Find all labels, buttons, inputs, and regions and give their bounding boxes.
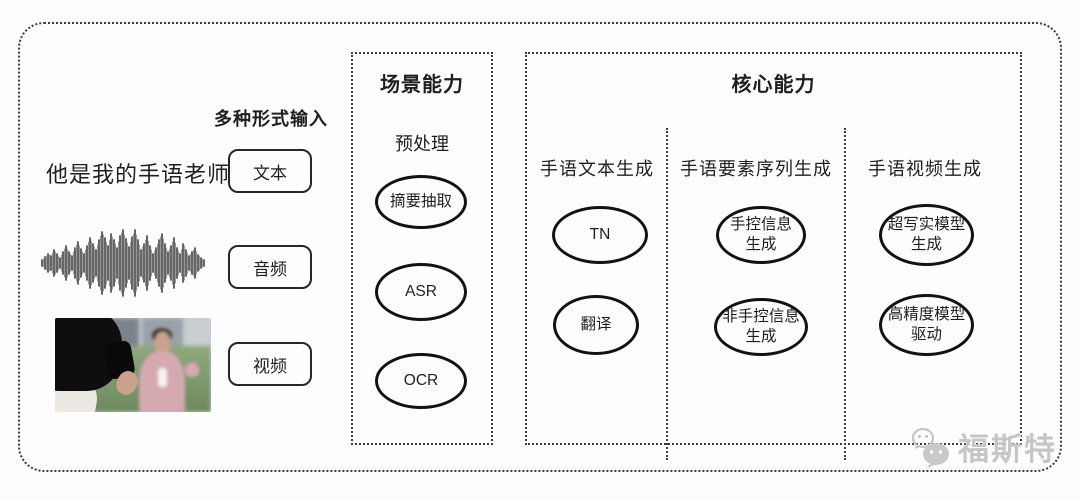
node-non-manual-info-generation: 非手控信息 生成 (714, 298, 808, 356)
heading-sign-video-generation: 手语视频生成 (868, 159, 982, 179)
node-manual-info-generation: 手控信息 生成 (716, 206, 806, 264)
wechat-bubbles-icon (911, 427, 949, 468)
video-input-pill: 视频 (228, 342, 312, 386)
heading-sign-element-sequence-generation: 手语要素序列生成 (680, 159, 832, 179)
sample-sentence-text: 他是我的手语老师 (46, 162, 231, 187)
node-asr: ASR (375, 263, 467, 321)
audio-input-pill: 音频 (228, 245, 312, 289)
node-tn: TN (552, 206, 648, 264)
audio-pill-label: 音频 (253, 259, 287, 279)
node-summary-extraction: 摘要抽取 (375, 175, 467, 229)
node-hyperreal-model-generation: 超写实模型 生成 (879, 204, 974, 266)
node-ocr: OCR (375, 353, 467, 409)
column-divider-1 (666, 128, 668, 460)
core-capability-box: 核心能力 手语文本生成 手语要素序列生成 手语视频生成 TN 翻译 手控信息 生… (525, 52, 1022, 460)
column-divider-2 (844, 128, 846, 460)
watermark-text: 福斯特 (958, 432, 1057, 467)
reporter-head (153, 331, 171, 355)
reporter-microphone (157, 368, 168, 387)
watermark: 福斯特 (910, 424, 1057, 469)
outer-dotted-border (18, 22, 1062, 472)
video-thumbnail (55, 318, 211, 412)
heading-sign-text-generation: 手语文本生成 (540, 159, 654, 179)
preprocess-label: 预处理 (395, 134, 449, 154)
text-pill-label: 文本 (253, 163, 287, 183)
scene-capability-box: 场景能力 预处理 摘要抽取 ASR OCR (351, 52, 493, 445)
reporter-figure (136, 327, 201, 412)
video-pill-label: 视频 (253, 356, 287, 376)
text-input-pill: 文本 (228, 149, 312, 193)
core-box-title: 核心能力 (731, 74, 816, 96)
input-forms-label: 多种形式输入 (214, 109, 328, 129)
node-high-precision-model-driving: 高精度模型 驱动 (879, 294, 974, 356)
audio-waveform-icon (41, 229, 205, 297)
scene-box-title: 场景能力 (380, 74, 464, 96)
node-translation: 翻译 (553, 295, 639, 355)
